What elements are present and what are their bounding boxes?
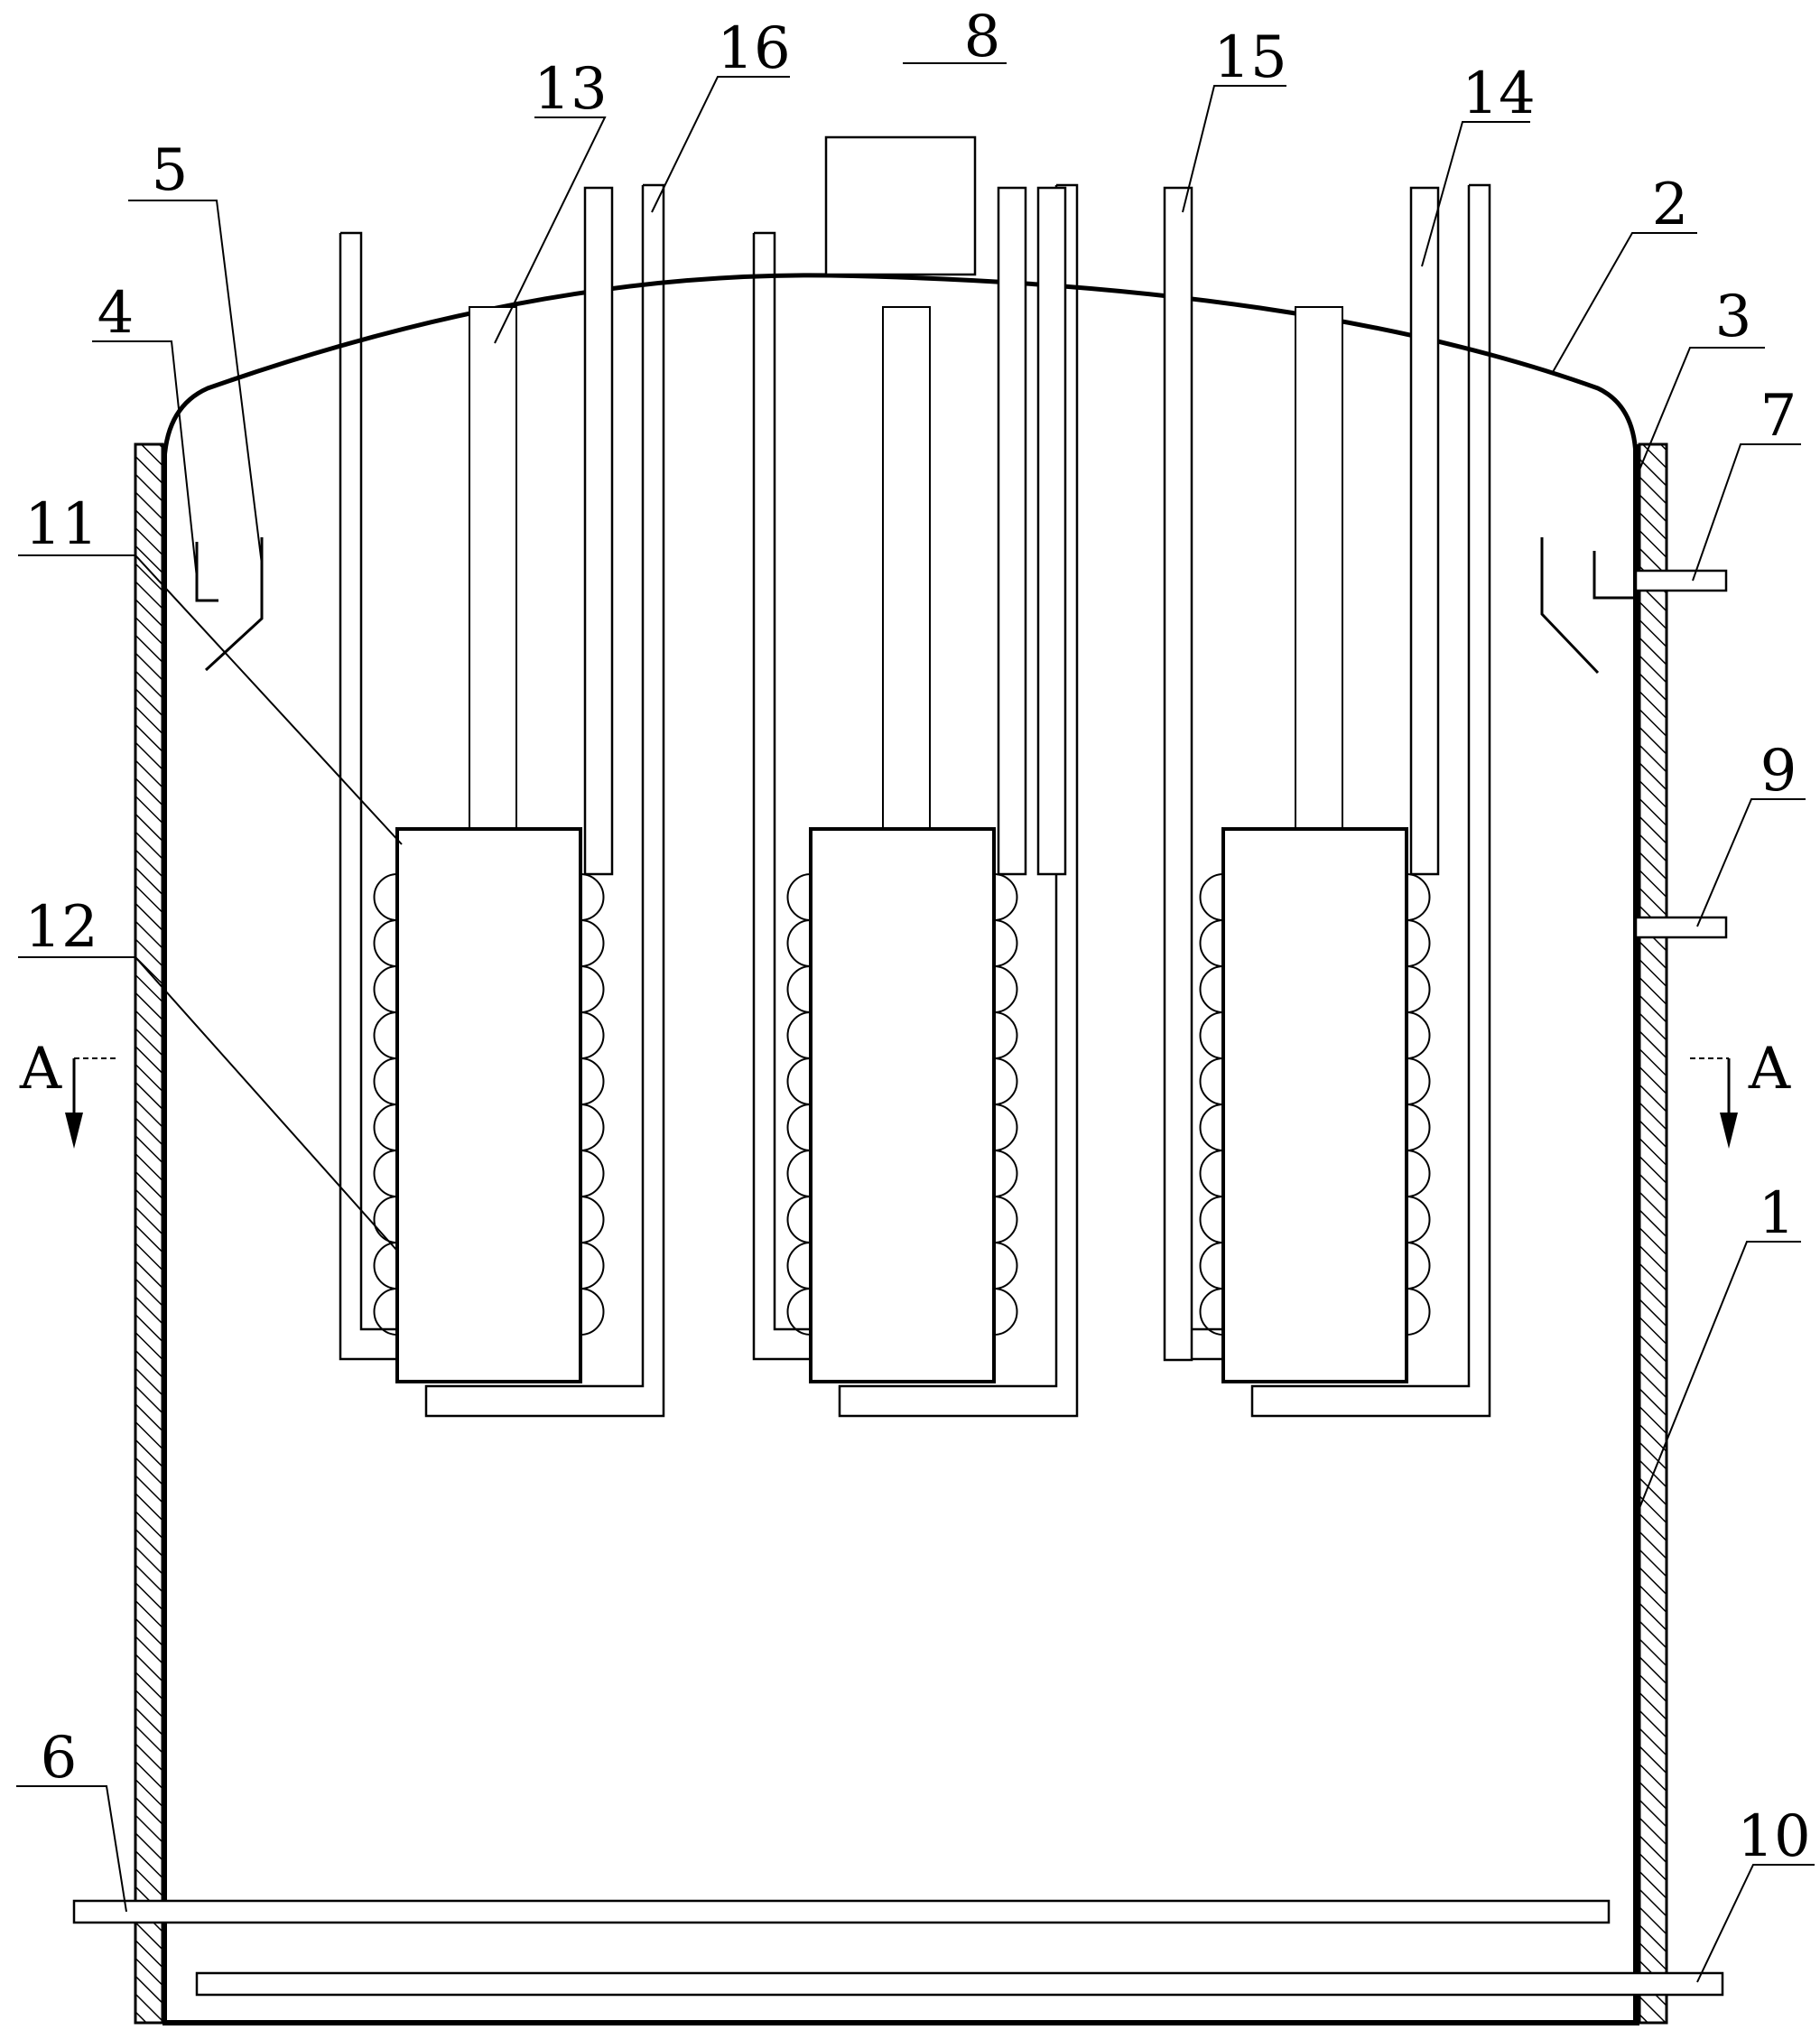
label-5: 5 <box>152 137 189 204</box>
label-6: 6 <box>41 1725 78 1792</box>
right-baffle <box>1540 537 1600 675</box>
label-9: 9 <box>1760 738 1797 805</box>
leader-12 <box>18 956 398 1252</box>
label-11: 11 <box>24 491 98 558</box>
label-14: 14 <box>1462 61 1535 127</box>
left-wall-insulation <box>134 442 164 2025</box>
label-13: 13 <box>534 56 607 123</box>
left-l-tube-1 <box>339 231 399 1361</box>
label-4: 4 <box>98 280 135 347</box>
left-baffle-5 <box>204 537 264 672</box>
electrode-rods-3 <box>1295 306 1343 830</box>
pipe-6 <box>72 1899 1611 1924</box>
heater-block-2 <box>809 827 996 1383</box>
coil-left-2 <box>786 873 812 1336</box>
leader-7 <box>1692 443 1801 582</box>
electrode-rods-2 <box>882 306 931 830</box>
label-3: 3 <box>1715 284 1752 350</box>
pipe-10 <box>195 1971 1724 1997</box>
leader-16 <box>651 76 790 213</box>
bottom-pipes <box>72 1899 1724 1997</box>
label-10: 10 <box>1737 1803 1810 1870</box>
leader-6 <box>16 1785 127 1913</box>
electrode-assemblies <box>339 183 1491 1418</box>
section-arrowhead-right <box>1720 1113 1738 1149</box>
label-12: 12 <box>24 894 98 961</box>
leader-15 <box>1182 85 1286 213</box>
coil-right-3 <box>1406 873 1431 1336</box>
leader-11 <box>18 554 403 845</box>
center-extra-tube <box>1036 186 1067 876</box>
leader-1 <box>1635 1241 1801 1518</box>
label-1: 1 <box>1759 1180 1796 1247</box>
right-tube-2 <box>997 186 1027 876</box>
section-markers <box>65 1057 1738 1149</box>
electrode-rods-1 <box>469 306 517 830</box>
nozzle-7 <box>1634 569 1728 592</box>
leader-13 <box>494 116 607 344</box>
tube-15 <box>1163 186 1193 1362</box>
leader-4 <box>92 340 198 579</box>
leader-9 <box>1696 798 1806 927</box>
right-bracket <box>1592 551 1636 600</box>
leader-2 <box>1552 232 1697 373</box>
vessel <box>134 273 1668 2025</box>
left-l-tube-2 <box>752 231 812 1361</box>
coil-left-1 <box>373 873 398 1336</box>
dome-lid <box>162 273 1639 461</box>
right-tube-3 <box>1409 186 1440 876</box>
top-port-8 <box>824 135 977 276</box>
nozzle-9 <box>1634 916 1728 939</box>
leader-14 <box>1421 121 1530 267</box>
left-bracket-4 <box>195 542 218 602</box>
heater-block-1 <box>395 827 582 1383</box>
label-7: 7 <box>1760 383 1797 450</box>
right-tube-1 <box>583 186 614 876</box>
section-label-right: A <box>1748 1036 1791 1103</box>
right-wall-insulation <box>1638 442 1668 2025</box>
coil-left-3 <box>1199 873 1224 1336</box>
label-16: 16 <box>717 15 790 82</box>
bottom-l-tube-3 <box>1250 183 1491 1418</box>
leader-5 <box>128 200 263 565</box>
leader-10 <box>1696 1864 1815 1983</box>
leader-3 <box>1635 347 1765 480</box>
section-label-left: A <box>19 1036 62 1103</box>
leader-lines <box>16 62 1815 1983</box>
part-labels: 1 2 3 4 5 6 7 8 9 10 11 12 13 14 15 16 A… <box>19 4 1811 1870</box>
label-15: 15 <box>1213 24 1286 91</box>
top-fittings <box>195 135 1728 939</box>
label-2: 2 <box>1652 172 1689 238</box>
coil-right-2 <box>993 873 1018 1336</box>
heater-block-3 <box>1221 827 1408 1383</box>
label-8: 8 <box>964 4 1001 70</box>
coil-right-1 <box>580 873 605 1336</box>
bottom-l-tube-1 <box>424 183 665 1418</box>
section-arrowhead-left <box>65 1113 83 1149</box>
bottom-l-tube-2 <box>838 183 1079 1418</box>
